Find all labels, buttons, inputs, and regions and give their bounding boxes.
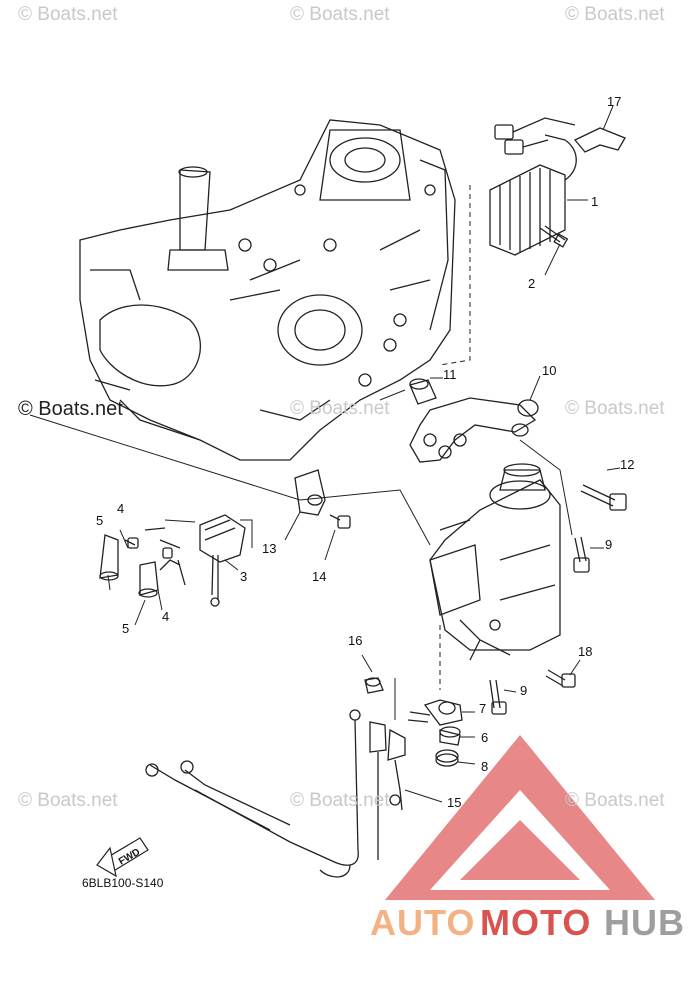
engine-block	[79, 119, 456, 461]
callout-17: 17	[607, 94, 622, 109]
callout-11: 11	[443, 367, 457, 382]
lead-wire-bracket	[294, 469, 351, 529]
callout-18: 18	[578, 644, 593, 659]
callout-5: 5	[96, 513, 104, 528]
starter-relay	[99, 514, 246, 607]
starter-bracket	[409, 378, 539, 463]
watermark: © Boats.net	[565, 790, 665, 811]
fwd-arrow: FWD	[96, 837, 149, 878]
watermark: © Boats.net	[18, 790, 118, 811]
callout-8: 8	[481, 759, 489, 774]
callout-7: 7	[479, 701, 487, 716]
callout-2: 2	[528, 276, 536, 291]
rectifier-regulator	[489, 117, 577, 256]
callout-3: 3	[240, 569, 248, 584]
callout-5: 5	[122, 621, 130, 636]
watermark: © Boats.net	[565, 4, 665, 25]
watermark: © Boats.net	[290, 4, 390, 25]
callout-16: 16	[348, 633, 363, 648]
watermark: © Boats.net	[18, 4, 118, 25]
leader-lines	[29, 105, 621, 803]
clamp	[573, 127, 626, 153]
callout-1: 1	[591, 194, 599, 209]
starter-bolts	[489, 484, 627, 715]
callout-4: 4	[162, 609, 170, 624]
callout-15: 15	[447, 795, 462, 810]
battery-cables	[145, 677, 463, 878]
watermark: © Boats.net	[290, 790, 390, 811]
watermark: © Boats.net	[290, 398, 390, 419]
brand-text-hub: HUB	[604, 902, 685, 943]
callout-4: 4	[117, 501, 125, 516]
callout-13: 13	[262, 541, 277, 556]
bolt-part-2	[539, 225, 569, 248]
brand-text-auto: AUTO	[370, 902, 476, 943]
callout-9: 9	[520, 683, 528, 698]
watermark: © Boats.net	[18, 398, 123, 420]
callout-14: 14	[312, 569, 327, 584]
callout-10: 10	[542, 363, 557, 378]
brand-triangle-logo	[385, 735, 655, 900]
callout-12: 12	[620, 457, 635, 472]
watermark: © Boats.net	[565, 398, 665, 419]
brand-text-moto: MOTO	[480, 902, 592, 943]
callout-9: 9	[605, 537, 613, 552]
callout-6: 6	[481, 730, 489, 745]
starter-motor	[429, 463, 561, 661]
diagram-code: 6BLB100-S140	[82, 876, 164, 890]
